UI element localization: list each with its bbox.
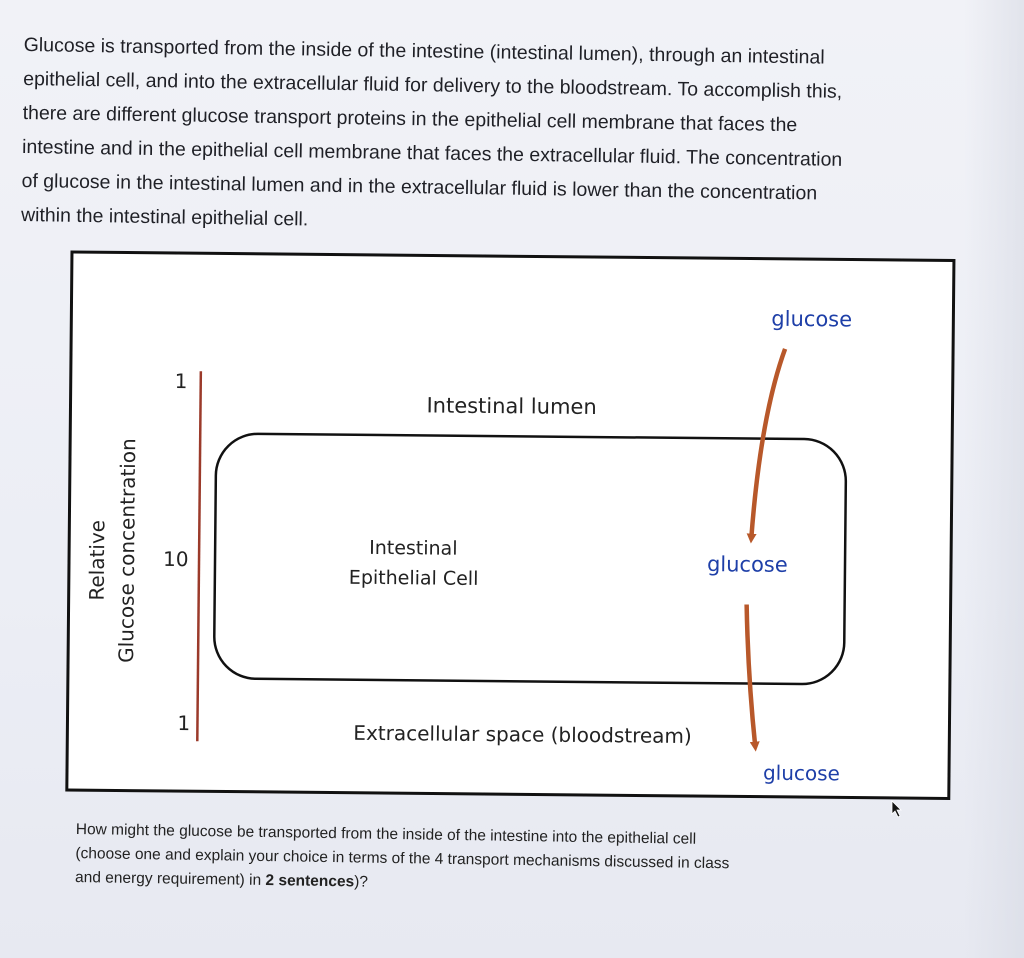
arrow-cell-to-blood xyxy=(744,604,760,752)
mouse-cursor-icon xyxy=(891,800,902,818)
glucose-label-cell: glucose xyxy=(706,552,788,577)
scale-value-middle: 10 xyxy=(162,546,189,572)
epithelial-cell-outline xyxy=(213,432,848,686)
glucose-label-blood: glucose xyxy=(762,760,841,786)
extracellular-label: Extracellular space (bloodstream) xyxy=(353,720,692,748)
lumen-label: Intestinal lumen xyxy=(426,393,597,420)
question-sentence-count: 2 sentences xyxy=(265,871,355,891)
scale-value-bottom: 1 xyxy=(177,711,191,736)
page-right-edge xyxy=(964,0,1024,958)
arrow-lumen-to-cell xyxy=(746,348,788,544)
scale-value-top: 1 xyxy=(174,369,188,394)
cell-label-line1: Intestinal xyxy=(369,536,458,560)
diagram-graphics xyxy=(65,250,956,800)
diagram-frame xyxy=(65,250,956,800)
axis-label-glucose-concentration: Glucose concentration xyxy=(114,438,141,663)
axis-label-relative: Relative xyxy=(84,519,110,601)
glucose-label-lumen: glucose xyxy=(771,306,853,332)
cell-label-line2: Epithelial Cell xyxy=(348,566,479,590)
question-line-post: )? xyxy=(354,873,369,891)
concentration-scale-line xyxy=(196,371,203,742)
intro-paragraph: Glucose is transported from the inside o… xyxy=(21,28,974,247)
question-line-pre: and energy requirement) in xyxy=(74,868,266,889)
glucose-transport-diagram: Relative Glucose concentration 1 10 1 In… xyxy=(65,250,960,814)
question-text: How might the glucose be transported fro… xyxy=(75,818,916,903)
